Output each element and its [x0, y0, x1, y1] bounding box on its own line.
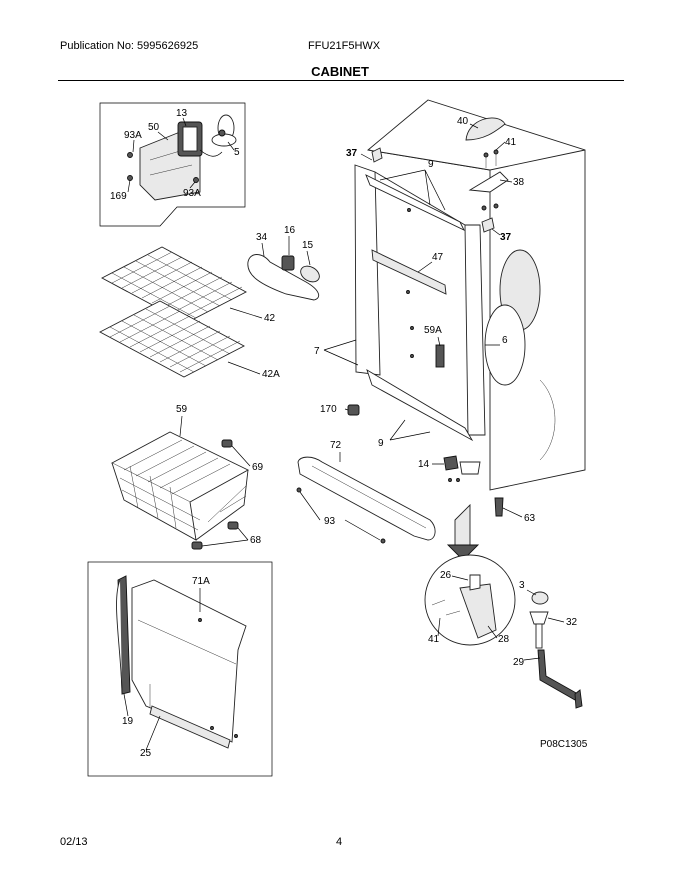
label-9-bot: 9 [378, 438, 384, 449]
fan-inset [99, 102, 246, 227]
label-19: 19 [122, 716, 134, 727]
label-29: 29 [513, 657, 525, 668]
label-14: 14 [418, 459, 430, 470]
leveling-legs [529, 591, 583, 709]
label-41-top: 41 [505, 137, 517, 148]
cabinet-shell [366, 99, 586, 491]
diagram-code: P08C1305 [540, 739, 588, 750]
label-34: 34 [256, 232, 268, 243]
label-6: 6 [502, 335, 508, 346]
label-69: 69 [252, 462, 264, 473]
footer-page-number: 4 [336, 836, 343, 848]
footer-date: 02/13 [60, 836, 88, 848]
label-63: 63 [524, 513, 536, 524]
label-13: 13 [176, 108, 188, 119]
label-50: 50 [148, 122, 160, 133]
section-title: CABINET [311, 64, 369, 79]
label-47: 47 [432, 252, 444, 263]
header-rule [58, 80, 624, 81]
label-93a-top: 93A [124, 130, 142, 141]
panel-inset [87, 561, 273, 777]
label-3: 3 [519, 580, 525, 591]
wire-shelves [99, 246, 247, 378]
label-26: 26 [440, 570, 452, 581]
label-169: 169 [110, 191, 127, 202]
label-9-top: 9 [428, 159, 434, 170]
label-42: 42 [264, 313, 276, 324]
label-59: 59 [176, 404, 188, 415]
publication-number: Publication No: 5995626925 [60, 40, 199, 52]
label-41-bot: 41 [428, 634, 440, 645]
label-93a-bot: 93A [183, 188, 201, 199]
label-71a: 71A [192, 576, 210, 587]
cabinet-liner [354, 164, 486, 442]
label-28: 28 [498, 634, 510, 645]
light-socket-assembly [247, 254, 320, 301]
label-42a: 42A [262, 369, 280, 380]
label-59a: 59A [424, 325, 442, 336]
lower-hinge [443, 455, 504, 561]
label-93: 93 [324, 516, 336, 527]
light-assembly [371, 117, 509, 233]
model-number: FFU21F5HWX [308, 40, 381, 52]
label-25: 25 [140, 748, 152, 759]
label-72: 72 [330, 440, 342, 451]
kickplate-assembly [296, 404, 436, 544]
label-38: 38 [513, 177, 525, 188]
label-16: 16 [284, 225, 296, 236]
label-68: 68 [250, 535, 262, 546]
hinge-detail [424, 554, 516, 646]
wire-basket [111, 431, 249, 550]
label-37-right: 37 [500, 232, 512, 243]
label-37-top: 37 [346, 148, 358, 159]
label-170: 170 [320, 404, 337, 415]
label-5: 5 [234, 147, 240, 158]
label-7: 7 [314, 346, 320, 357]
label-40: 40 [457, 116, 469, 127]
label-15: 15 [302, 240, 314, 251]
label-32: 32 [566, 617, 578, 628]
